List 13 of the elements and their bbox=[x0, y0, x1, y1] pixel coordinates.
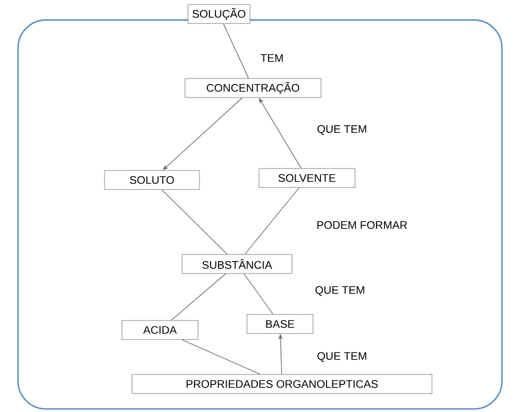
concept-box: BASE bbox=[246, 314, 314, 334]
edge-label: TEM bbox=[259, 53, 285, 63]
edge-label: QUE TEM bbox=[316, 124, 368, 136]
edge-label: QUE TEM bbox=[316, 351, 368, 363]
concept-box: SOLUTO bbox=[104, 170, 200, 190]
concept-box: ACIDA bbox=[122, 320, 198, 340]
edge-label: PODEM FORMAR bbox=[315, 220, 409, 230]
concept-box: CONCENTRAÇÃO bbox=[184, 78, 322, 98]
concept-box: SOLUÇÃO bbox=[188, 4, 250, 24]
concept-box: PROPRIEDADES ORGANOLEPTICAS bbox=[132, 374, 432, 394]
concept-box: SUBSTÂNCIA bbox=[182, 254, 292, 274]
edge-label: QUE TEM bbox=[314, 285, 366, 297]
concept-box: SOLVENTE bbox=[258, 168, 356, 188]
